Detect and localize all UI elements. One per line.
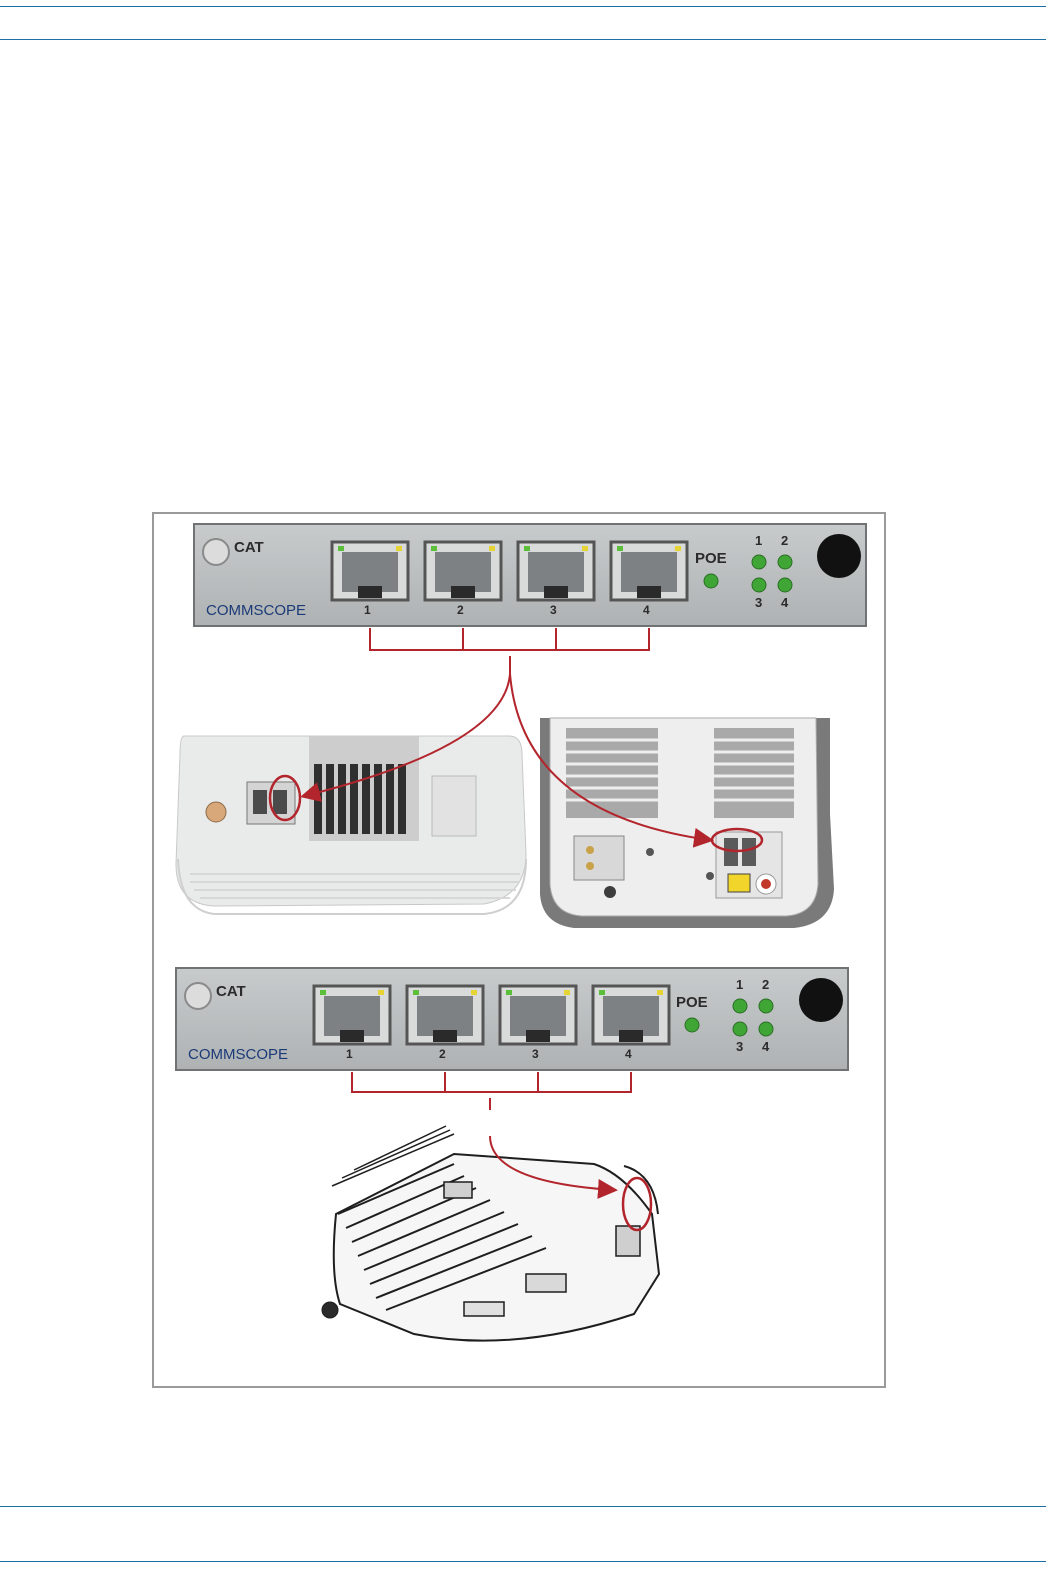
rj45-port-4[interactable] — [611, 542, 687, 600]
access-point-device-bottom — [322, 1126, 659, 1341]
port-label-3: 3 — [532, 1047, 539, 1061]
poe-label: POE — [676, 994, 708, 1011]
rj45-port-1[interactable] — [332, 542, 408, 600]
access-point-device-left — [176, 736, 526, 914]
led-label-4: 4 — [762, 1039, 770, 1054]
figure-frame: CAT COMMSCOPE — [152, 512, 886, 1388]
led-label-1: 1 — [736, 977, 743, 992]
cat-label: CAT — [216, 983, 246, 1000]
status-led-4 — [778, 578, 792, 592]
port-label-1: 1 — [364, 603, 371, 617]
led-label-3: 3 — [736, 1039, 743, 1054]
port-bracket-top — [370, 628, 649, 674]
brand-logo: COMMSCOPE — [206, 602, 306, 619]
access-point-device-right — [540, 718, 834, 928]
cat-panel-top: CAT COMMSCOPE — [194, 524, 866, 626]
status-led-1 — [733, 999, 747, 1013]
port-label-2: 2 — [457, 603, 464, 617]
status-led-4 — [759, 1022, 773, 1036]
screw-icon — [203, 539, 229, 565]
status-led-3 — [733, 1022, 747, 1036]
status-led-1 — [752, 555, 766, 569]
footer-rule-bottom — [0, 1561, 1046, 1562]
rj45-port-2[interactable] — [407, 986, 483, 1044]
rj45-port-1[interactable] — [314, 986, 390, 1044]
port-bracket-bottom — [352, 1072, 631, 1110]
rj45-port-3[interactable] — [518, 542, 594, 600]
poe-led — [685, 1018, 699, 1032]
led-label-3: 3 — [755, 595, 762, 610]
led-label-2: 2 — [781, 533, 788, 548]
led-label-2: 2 — [762, 977, 769, 992]
led-label-1: 1 — [755, 533, 762, 548]
cat-panel-bottom: CAT COMMSCOPE — [176, 968, 848, 1070]
port-label-3: 3 — [550, 603, 557, 617]
port-label-2: 2 — [439, 1047, 446, 1061]
knob-icon — [817, 534, 861, 578]
knob-icon — [799, 978, 843, 1022]
header-rule-top — [0, 6, 1046, 7]
status-led-2 — [778, 555, 792, 569]
header-rule-bottom — [0, 39, 1046, 40]
figure-canvas: CAT COMMSCOPE — [154, 514, 884, 1386]
port-label-4: 4 — [625, 1047, 632, 1061]
rj45-port-2[interactable] — [425, 542, 501, 600]
ground-screw-icon — [206, 802, 226, 822]
footer-rule-top — [0, 1506, 1046, 1507]
port-label-4: 4 — [643, 603, 650, 617]
port-label-1: 1 — [346, 1047, 353, 1061]
poe-label: POE — [695, 550, 727, 567]
led-label-4: 4 — [781, 595, 789, 610]
rj45-port-3[interactable] — [500, 986, 576, 1044]
cat-label: CAT — [234, 539, 264, 556]
status-led-3 — [752, 578, 766, 592]
poe-led — [704, 574, 718, 588]
brand-logo: COMMSCOPE — [188, 1046, 288, 1063]
status-led-2 — [759, 999, 773, 1013]
screw-icon — [185, 983, 211, 1009]
rj45-port-4[interactable] — [593, 986, 669, 1044]
